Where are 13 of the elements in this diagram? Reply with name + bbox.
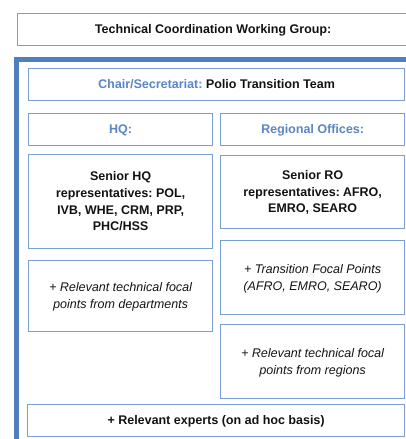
role-label: Chair/Secretariat: [98, 77, 202, 92]
column-header-box: HQ: [28, 113, 213, 146]
member-box: + Relevant experts (on ad hoc basis) [27, 404, 405, 437]
member-box: + Relevant technical focal points from departments [28, 260, 213, 332]
member-box: Senior RO representatives: AFRO, EMRO, SEARO [220, 155, 405, 229]
member-box: + Transition Focal Points (AFRO, EMRO, SEARO) [220, 240, 405, 315]
heading-box: Technical Coordination Working Group: [17, 13, 406, 46]
team-name: Polio Transition Team [206, 77, 335, 92]
member-box: + Relevant technical focal points from regions [220, 324, 405, 399]
group-panel [14, 57, 406, 439]
column-header-box: Regional Offices: [220, 113, 405, 146]
member-box: Senior HQ representatives: POL, IVB, WHE, CRM, PRP, PHC/HSS [28, 154, 213, 249]
chair-box [28, 68, 405, 101]
